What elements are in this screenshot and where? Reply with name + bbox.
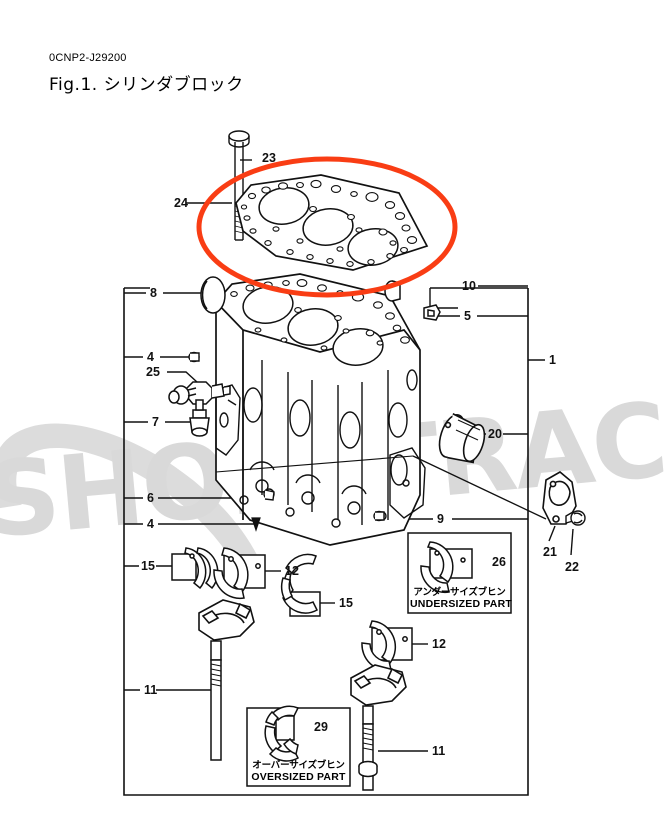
callout-6: 6 — [147, 491, 154, 505]
part-15b-thrust-bearing — [280, 553, 321, 617]
part-21-mounting-bracket — [542, 471, 577, 525]
part-15a-thrust-bearing — [171, 547, 219, 590]
callout-10: 10 — [462, 279, 476, 293]
part-4a-plug — [188, 351, 200, 363]
part-rod-cap-right — [350, 664, 407, 706]
inset-caption-undersized-jp: アンダーサイズブヒン — [413, 587, 506, 598]
inset-undersized-bearing — [420, 541, 473, 594]
callout-23: 23 — [262, 151, 276, 165]
inset-caption-oversized-en: OVERSIZED PART — [251, 771, 346, 783]
callout-5: 5 — [464, 309, 471, 323]
inset-oversized-bearing — [264, 705, 300, 762]
callout-12-lower: 12 — [432, 637, 446, 651]
callout-11-right: 11 — [432, 744, 446, 758]
figure-title: Fig.1. シリンダブロック — [49, 75, 244, 95]
callout-9: 9 — [437, 512, 444, 526]
part-8-core-plug — [200, 276, 226, 314]
part-11a-rod-bolt — [210, 640, 222, 761]
part-code: 0CNP2-J29200 — [49, 52, 127, 64]
callout-7: 7 — [152, 415, 159, 429]
callout-15-upper: 15 — [141, 559, 155, 573]
callout-4-upper: 4 — [147, 350, 154, 364]
callout-1: 1 — [549, 353, 556, 367]
part-9-plug — [373, 510, 385, 522]
callout-25: 25 — [146, 365, 160, 379]
part-6-plug — [263, 488, 275, 501]
callout-22: 22 — [565, 560, 579, 574]
callout-21: 21 — [543, 545, 557, 559]
part-1-rear-flange — [389, 447, 426, 519]
inset-caption-undersized-en: UNDERSIZED PART — [410, 598, 512, 610]
callout-24: 24 — [174, 196, 188, 210]
callout-4-lower: 4 — [147, 517, 154, 531]
inset-caption-undersized: アンダーサイズブヒン UNDERSIZED PART — [410, 587, 512, 610]
part-4b-plug — [251, 517, 261, 532]
part-20-cylinder-liner — [438, 413, 486, 464]
part-rod-cap-left — [198, 599, 255, 641]
callout-29: 29 — [314, 720, 328, 734]
inset-caption-oversized-jp: オーバーサイズブヒン — [252, 760, 345, 771]
callout-8: 8 — [150, 286, 157, 300]
callout-11-left: 11 — [144, 683, 158, 697]
callout-12-upper: 12 — [285, 564, 299, 578]
part-7-drain-plug — [189, 399, 210, 437]
part-1-bearing-saddles — [239, 461, 387, 528]
part-10-dowel-pin — [384, 280, 401, 302]
part-25-oil-pressure-switch — [168, 381, 231, 405]
callout-26: 26 — [492, 555, 506, 569]
part-12b-rod-bearing — [361, 620, 413, 672]
callout-20: 20 — [488, 427, 502, 441]
part-12a-rod-bearing — [213, 547, 266, 600]
part-11b-rod-bolt — [358, 705, 378, 791]
part-1-block-detail — [215, 350, 418, 525]
part-22-bolt — [565, 510, 586, 526]
inset-caption-oversized: オーバーサイズブヒン OVERSIZED PART — [249, 760, 348, 783]
part-5-plug — [423, 304, 441, 321]
callout-15-middle: 15 — [339, 596, 353, 610]
leader-line-bracket — [215, 455, 547, 520]
